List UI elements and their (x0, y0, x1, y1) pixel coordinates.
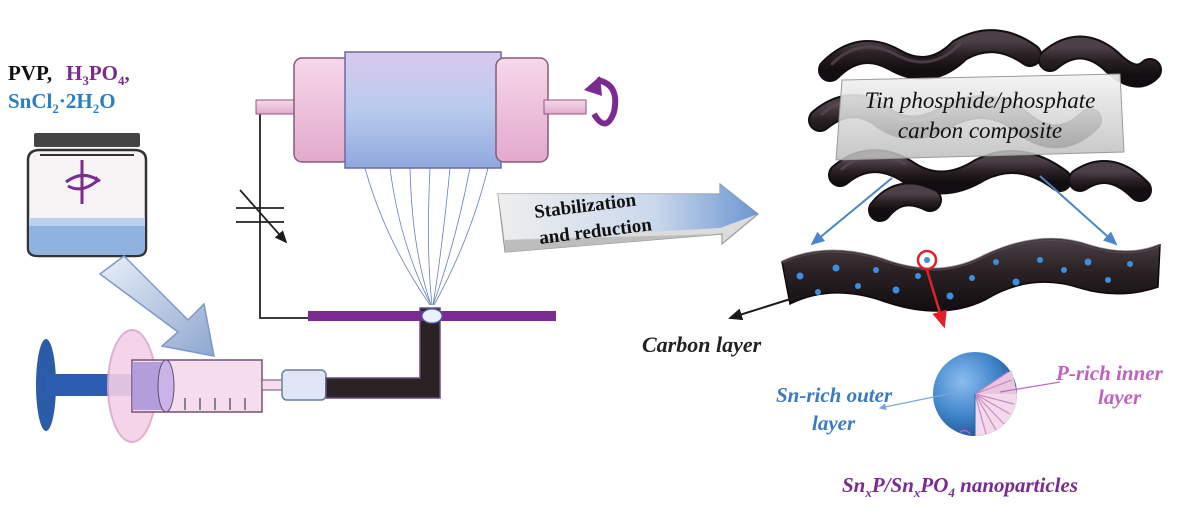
carbon-layer-pointer (728, 295, 801, 321)
stabilization-step-arrow (497, 182, 759, 253)
zoom-arrow-right (1039, 175, 1118, 246)
electrospun-jets (364, 167, 489, 306)
spinneret-tip (421, 308, 443, 324)
precursor-pvp: PVP, (8, 61, 52, 85)
rotating-drum-collector (255, 51, 619, 169)
composite-label-box (835, 73, 1125, 161)
stirrer-icon (65, 160, 101, 204)
zoom-arrow-red (925, 269, 947, 329)
p-rich-label-line1: P-rich inner (1055, 361, 1164, 385)
single-carbon-fiber (781, 237, 1161, 312)
zoom-arrow-left (810, 177, 893, 246)
p-rich-pointer (999, 381, 1061, 393)
precursor-h3po4: H3PO4, (66, 61, 130, 88)
carbon-layer-label: Carbon layer (642, 332, 762, 357)
sn-rich-label-line2: layer (812, 411, 856, 435)
highlight-circle (916, 249, 938, 271)
sn-rich-label-line1: Sn-rich outer (776, 383, 893, 407)
nanoparticle-caption: SnxP/SnxPO4 nanoparticles (842, 473, 1078, 500)
p-rich-label-line2: layer (1098, 385, 1142, 409)
precursor-bottle (26, 133, 148, 258)
syringe (36, 307, 441, 443)
sn-rich-pointer (878, 391, 959, 411)
precursor-sncl2: SnCl2·2H2O (8, 89, 116, 116)
core-shell-nanoparticle (933, 352, 1017, 436)
composite-label-line2: carbon composite (898, 118, 1062, 143)
composite-label-line1: Tin phosphide/phosphate (865, 88, 1096, 113)
transfer-arrow-icon (98, 255, 215, 357)
voltage-circuit (236, 112, 310, 319)
embedded-nanoparticles (796, 257, 1133, 300)
rotation-arrow-icon (584, 76, 619, 127)
